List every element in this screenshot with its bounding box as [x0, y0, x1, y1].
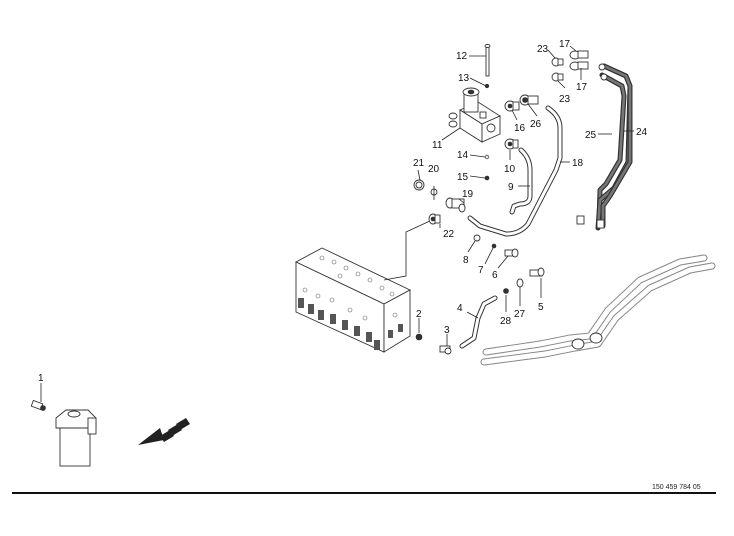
direction-arrow-icon: [138, 418, 190, 445]
fitting-21: [413, 179, 425, 191]
callout-26: 26: [530, 119, 542, 130]
fitting-22: [428, 213, 441, 225]
callout-5: 5: [538, 302, 544, 313]
callout-23b: 23: [559, 94, 571, 105]
callout-21: 21: [413, 158, 425, 169]
callout-11: 11: [432, 140, 443, 151]
pin-12: [485, 45, 490, 77]
callout-27: 27: [514, 309, 526, 320]
document-number: 150 459 784 05: [652, 484, 701, 491]
fitting-6: [504, 248, 519, 258]
callout-19: 19: [462, 189, 474, 200]
callout-16: 16: [514, 123, 526, 134]
callout-labels: 1 2 3 4 5 6 7 8 9 10 11 12 13 14 15 16 1…: [38, 39, 648, 384]
solenoid-valve-11: [448, 87, 501, 143]
leader-lines: [40, 45, 634, 402]
callout-3: 3: [444, 325, 450, 336]
filter-housing: [55, 409, 97, 467]
callout-15: 15: [457, 172, 469, 183]
fitting-5: [529, 267, 545, 277]
control-valve-block: [295, 247, 411, 353]
elbow-fitting-3: [439, 345, 452, 355]
seal-14: [484, 154, 490, 160]
callout-12: 12: [456, 51, 468, 62]
callout-23a: 23: [537, 44, 549, 55]
washer-27: [516, 278, 524, 288]
fitting-2: [415, 333, 423, 341]
callout-1: 1: [38, 373, 44, 384]
nut-28: [503, 288, 509, 294]
callout-8: 8: [463, 255, 469, 266]
fitting-10: [504, 138, 519, 150]
callout-6: 6: [492, 270, 498, 281]
switch-1: [30, 399, 46, 411]
callout-14: 14: [457, 150, 469, 161]
callout-22: 22: [443, 229, 455, 240]
seal-7: [491, 243, 497, 249]
callout-18: 18: [572, 158, 584, 169]
callout-28: 28: [500, 316, 512, 327]
callout-10: 10: [504, 164, 516, 175]
fittings-23-17: [551, 50, 589, 82]
callout-24: 24: [636, 127, 648, 138]
frame-bottom-rule: [12, 492, 716, 494]
callout-25: 25: [585, 130, 597, 141]
tee-fitting-19: [445, 197, 466, 213]
callout-9: 9: [508, 182, 514, 193]
plug-15: [484, 175, 490, 181]
fitting-16: [504, 100, 520, 112]
hose-assembly: [480, 254, 716, 366]
callout-13: 13: [458, 73, 470, 84]
callout-7: 7: [478, 265, 484, 276]
elbow-fitting-26: [519, 94, 539, 106]
callout-2: 2: [416, 309, 422, 320]
callout-17b: 17: [576, 82, 588, 93]
callout-17a: 17: [559, 39, 571, 50]
callout-4: 4: [457, 303, 463, 314]
fitting-8: [473, 234, 481, 242]
callout-20: 20: [428, 164, 440, 175]
